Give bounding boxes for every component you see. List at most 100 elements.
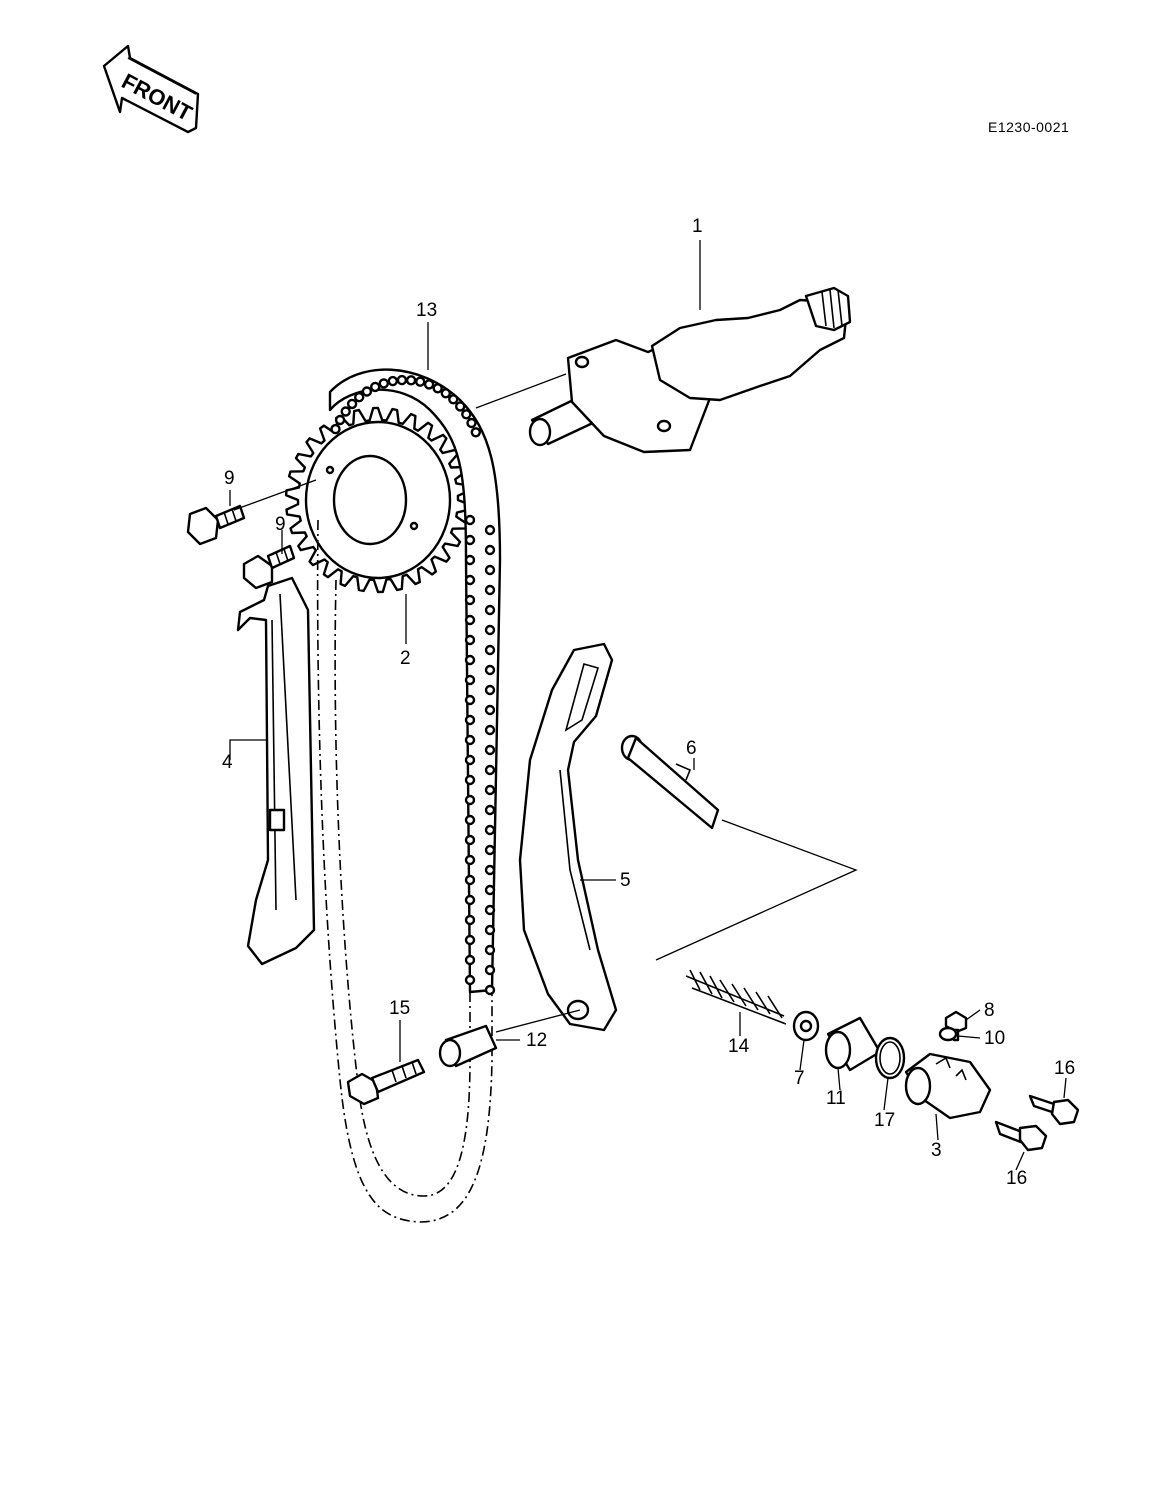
chain-link (387, 375, 398, 387)
callout-16-upper: 16 (1054, 1058, 1075, 1079)
tensioner-body (904, 1052, 992, 1120)
chain-link (484, 664, 496, 676)
callout-5: 5 (620, 870, 631, 891)
drawing-code: E1230-0021 (988, 119, 1069, 135)
chain-link (484, 944, 496, 956)
tensioner-spring (685, 969, 787, 1025)
callout-9-upper: 9 (224, 468, 235, 489)
chain-link (484, 764, 496, 776)
callout-17: 17 (874, 1110, 895, 1131)
camshaft (528, 286, 852, 454)
callout-7: 7 (794, 1068, 805, 1089)
chain-link (354, 392, 365, 403)
chain-link (440, 388, 451, 399)
chain-link (464, 934, 476, 946)
tensioner-cap-bolt (944, 1010, 968, 1042)
chain-link (484, 824, 496, 836)
chain-link (448, 394, 459, 405)
callout-6: 6 (686, 738, 697, 759)
chain-link (464, 814, 476, 826)
chain-link (330, 423, 341, 435)
sprocket-bolt (186, 504, 246, 546)
collar (438, 1024, 498, 1068)
chain-link (464, 574, 476, 586)
callout-13: 13 (416, 300, 437, 321)
front-arrow-icon: FRONT (102, 44, 200, 134)
chain-link (484, 964, 496, 976)
chain-link (484, 684, 496, 696)
chain-link (484, 604, 496, 616)
chain-link (484, 844, 496, 856)
chain-link (464, 734, 476, 746)
chain-link (484, 584, 496, 596)
washer (938, 1026, 958, 1042)
chain-link (484, 724, 496, 736)
callout-3: 3 (931, 1140, 942, 1161)
chain-link (334, 414, 346, 426)
callout-10: 10 (984, 1028, 1005, 1049)
chain-link (378, 378, 389, 389)
chain-link (484, 644, 496, 656)
chain-link (470, 427, 481, 438)
chain-link (464, 634, 476, 646)
callout-14: 14 (728, 1036, 750, 1057)
chain-link (464, 754, 476, 766)
chain-link (461, 409, 472, 420)
chain-link (464, 854, 476, 866)
chain-link (405, 375, 417, 386)
callouts: 1 2 3 4 5 6 7 8 9 9 10 11 12 13 14 15 16… (222, 216, 1075, 1189)
chain-link (455, 401, 466, 412)
chain-link (464, 954, 476, 966)
callout-4: 4 (222, 752, 233, 773)
chain-link (464, 534, 476, 546)
chain-link (484, 884, 496, 896)
chain-link (464, 674, 476, 686)
tensioner-bolt-lower (994, 1120, 1048, 1152)
callout-8: 8 (984, 1000, 995, 1021)
chain-link (464, 554, 476, 566)
chain-link (464, 874, 476, 886)
chain-link (464, 774, 476, 786)
chain-link (340, 406, 351, 417)
tensioner-bolt-upper (1028, 1094, 1080, 1126)
chain-link (484, 804, 496, 816)
chain-link (464, 894, 476, 906)
callout-2: 2 (400, 648, 411, 669)
chain-link (484, 704, 496, 716)
chain-link (464, 974, 476, 986)
chain-link (464, 694, 476, 706)
chain-link (415, 376, 426, 387)
chain-guide-front (236, 576, 316, 966)
tensioner-guide (518, 642, 618, 1032)
chain-link (484, 904, 496, 916)
chain-link (484, 924, 496, 936)
chain-link (396, 374, 408, 386)
callout-16-lower: 16 (1006, 1168, 1027, 1189)
chain-link (484, 744, 496, 756)
callout-9-lower: 9 (275, 514, 286, 535)
callout-12: 12 (526, 1030, 547, 1051)
chain-link (484, 524, 496, 536)
o-ring (874, 1036, 906, 1080)
chain-link (370, 381, 381, 393)
chain-link (484, 544, 496, 556)
leader-lines (229, 240, 1067, 1171)
chain-link (432, 383, 443, 394)
chain-link (484, 624, 496, 636)
cam-chain (316, 368, 502, 1223)
pivot-bolt (346, 1058, 426, 1106)
callout-15: 15 (389, 998, 410, 1019)
chain-link (464, 714, 476, 726)
chain-link (484, 564, 496, 576)
chain-link (464, 914, 476, 926)
cam-sprocket (284, 406, 472, 594)
chain-link (464, 514, 476, 526)
chain-link (484, 864, 496, 876)
chain-link (361, 386, 373, 397)
callout-11: 11 (826, 1088, 846, 1109)
chain-link (464, 614, 476, 626)
chain-link (423, 379, 435, 390)
tensioner-sleeve (824, 1016, 882, 1072)
chain-link (484, 784, 496, 796)
